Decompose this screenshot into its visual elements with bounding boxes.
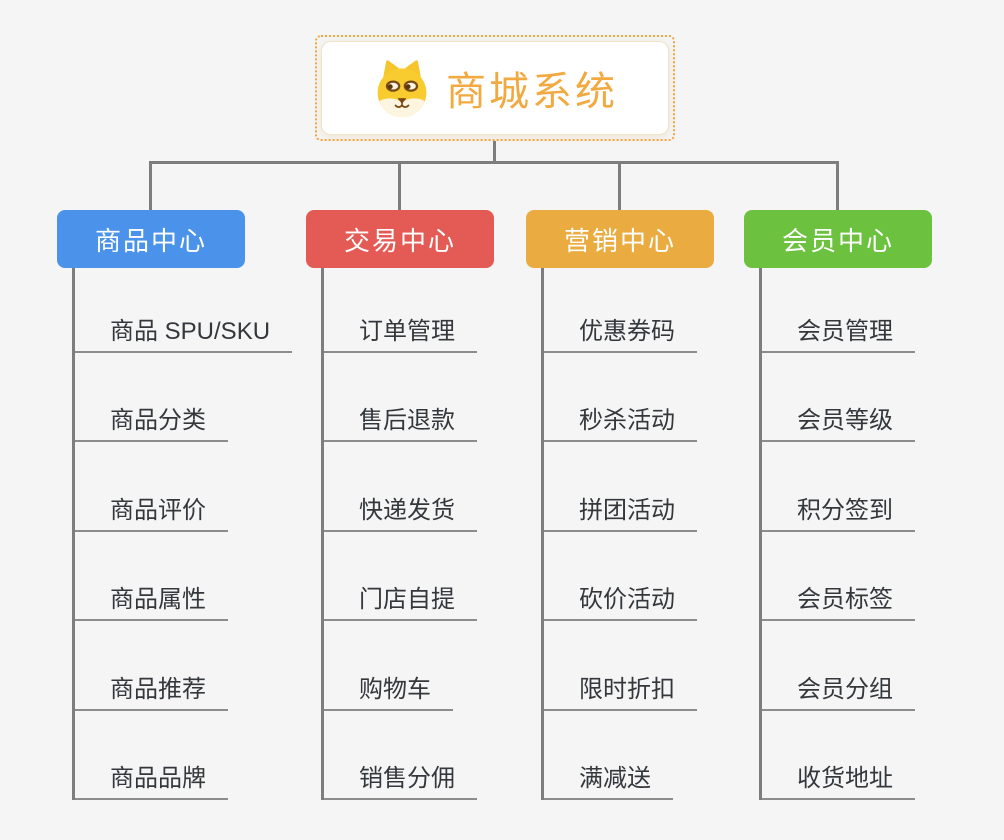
branch-subtree: 商品 SPU/SKU 商品分类 商品评价 商品属性 商品推荐 商品品牌: [72, 268, 293, 800]
child-node[interactable]: 秒杀活动: [544, 353, 697, 442]
child-node[interactable]: 拼团活动: [544, 442, 697, 532]
branch-header-member-center[interactable]: 会员中心: [744, 210, 932, 268]
branch-drop-connector: [836, 161, 839, 210]
branch-marketing-center: 营销中心 优惠券码 秒杀活动 拼团活动 砍价活动 限时折扣 满减送: [526, 210, 714, 800]
child-node[interactable]: 售后退款: [324, 353, 477, 442]
branch-label: 商品中心: [94, 225, 207, 256]
child-node[interactable]: 商品分类: [75, 353, 228, 442]
child-node[interactable]: 商品属性: [75, 532, 228, 621]
branch-drop-connector: [618, 161, 621, 210]
root-node-body: 商城系统: [321, 41, 669, 135]
branch-member-center: 会员中心 会员管理 会员等级 积分签到 会员标签 会员分组 收货地址: [744, 210, 932, 800]
branch-subtree: 会员管理 会员等级 积分签到 会员标签 会员分组 收货地址: [759, 268, 915, 800]
branch-header-marketing-center[interactable]: 营销中心: [526, 210, 714, 268]
child-node[interactable]: 会员管理: [762, 268, 915, 353]
shiba-dog-face-icon: [377, 60, 427, 118]
child-node[interactable]: 商品推荐: [75, 621, 228, 711]
root-node-title: 商城系统: [446, 70, 618, 114]
branch-label: 交易中心: [343, 225, 456, 256]
child-node[interactable]: 会员标签: [762, 532, 915, 621]
child-node[interactable]: 订单管理: [324, 268, 477, 353]
child-node[interactable]: 收货地址: [762, 711, 915, 800]
root-stem-connector: [493, 141, 496, 162]
child-node[interactable]: 优惠券码: [544, 268, 697, 353]
child-node[interactable]: 会员分组: [762, 621, 915, 711]
branch-subtree: 优惠券码 秒杀活动 拼团活动 砍价活动 限时折扣 满减送: [541, 268, 697, 800]
child-node[interactable]: 积分签到: [762, 442, 915, 532]
branch-header-product-center[interactable]: 商品中心: [57, 210, 245, 268]
child-node[interactable]: 满减送: [544, 711, 673, 800]
root-node[interactable]: 商城系统: [315, 35, 675, 141]
branch-header-trade-center[interactable]: 交易中心: [306, 210, 494, 268]
child-node[interactable]: 门店自提: [324, 532, 477, 621]
child-node[interactable]: 购物车: [324, 621, 453, 711]
branch-label: 会员中心: [781, 225, 894, 256]
branch-trade-center: 交易中心 订单管理 售后退款 快递发货 门店自提 购物车 销售分佣: [306, 210, 494, 800]
child-node[interactable]: 限时折扣: [544, 621, 697, 711]
branch-drop-connector: [149, 161, 152, 210]
child-node[interactable]: 销售分佣: [324, 711, 477, 800]
branch-drop-connector: [398, 161, 401, 210]
branch-product-center: 商品中心 商品 SPU/SKU 商品分类 商品评价 商品属性 商品推荐 商品品牌: [57, 210, 293, 800]
child-node[interactable]: 砍价活动: [544, 532, 697, 621]
branch-bus-connector: [149, 161, 839, 164]
branch-subtree: 订单管理 售后退款 快递发货 门店自提 购物车 销售分佣: [321, 268, 477, 800]
branch-label: 营销中心: [563, 225, 676, 256]
child-node[interactable]: 快递发货: [324, 442, 477, 532]
child-node[interactable]: 商品评价: [75, 442, 228, 532]
child-node[interactable]: 会员等级: [762, 353, 915, 442]
child-node[interactable]: 商品 SPU/SKU: [75, 268, 293, 353]
child-node[interactable]: 商品品牌: [75, 711, 228, 800]
